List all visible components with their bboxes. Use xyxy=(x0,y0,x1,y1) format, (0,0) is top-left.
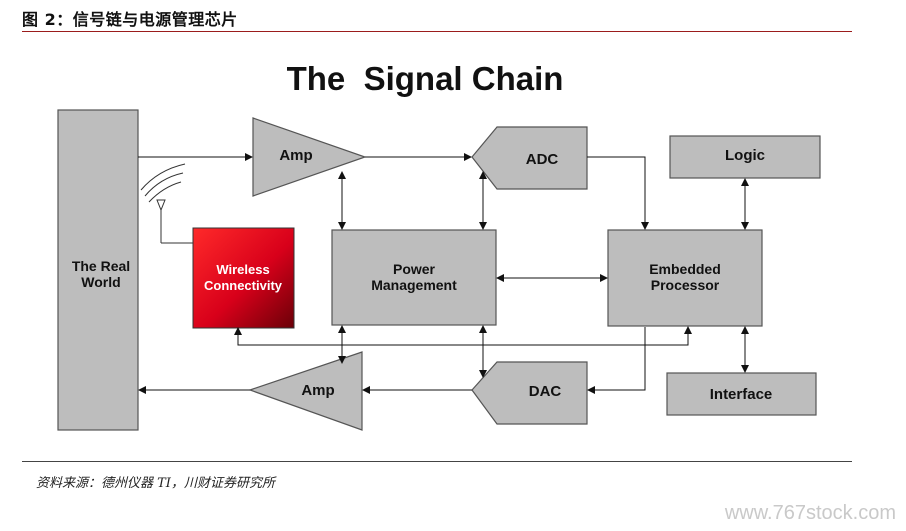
adc-to-processor-arrow xyxy=(587,156,649,230)
wireless-processor-bus xyxy=(234,326,692,346)
power-management-block: Power Management xyxy=(331,229,497,326)
real-world-block: The Real World xyxy=(57,109,139,431)
amp-bottom-block: Amp xyxy=(248,351,363,431)
real-world-label-line1: The Real xyxy=(72,258,130,274)
dac-block: DAC xyxy=(471,361,588,425)
caption-rule xyxy=(22,31,852,32)
power-label-line2: Management xyxy=(371,277,457,293)
amp-top-label: Amp xyxy=(279,147,312,164)
antenna-icon xyxy=(140,163,193,244)
processor-to-dac-arrow xyxy=(587,327,646,394)
figure-caption: 图 2：信号链与电源管理芯片 xyxy=(22,10,238,29)
watermark: www.767stock.com xyxy=(724,502,896,524)
wireless-label-line2: Connectivity xyxy=(204,278,283,293)
embedded-label-line2: Processor xyxy=(651,277,720,293)
diagram-title: The Signal Chain xyxy=(287,60,564,97)
interface-label: Interface xyxy=(710,386,773,403)
power-label-line1: Power xyxy=(393,261,436,277)
wireless-connectivity-block: Wireless Connectivity xyxy=(192,227,295,329)
embedded-label-line1: Embedded xyxy=(649,261,721,277)
wireless-label-line1: Wireless xyxy=(216,262,269,277)
logic-block: Logic xyxy=(669,135,821,179)
adc-label: ADC xyxy=(526,151,559,168)
amp-bottom-label: Amp xyxy=(301,382,334,399)
signal-connections xyxy=(138,153,749,394)
real-world-label-line2: World xyxy=(81,274,120,290)
dac-label: DAC xyxy=(529,383,562,400)
source-note: 资料来源：德州仪器 TI，川财证券研究所 xyxy=(36,476,275,491)
interface-block: Interface xyxy=(666,372,817,416)
adc-block: ADC xyxy=(471,126,588,190)
logic-label: Logic xyxy=(725,147,765,164)
footer-rule xyxy=(22,461,852,462)
amp-top-block: Amp xyxy=(252,117,367,197)
embedded-processor-block: Embedded Processor xyxy=(607,229,763,327)
